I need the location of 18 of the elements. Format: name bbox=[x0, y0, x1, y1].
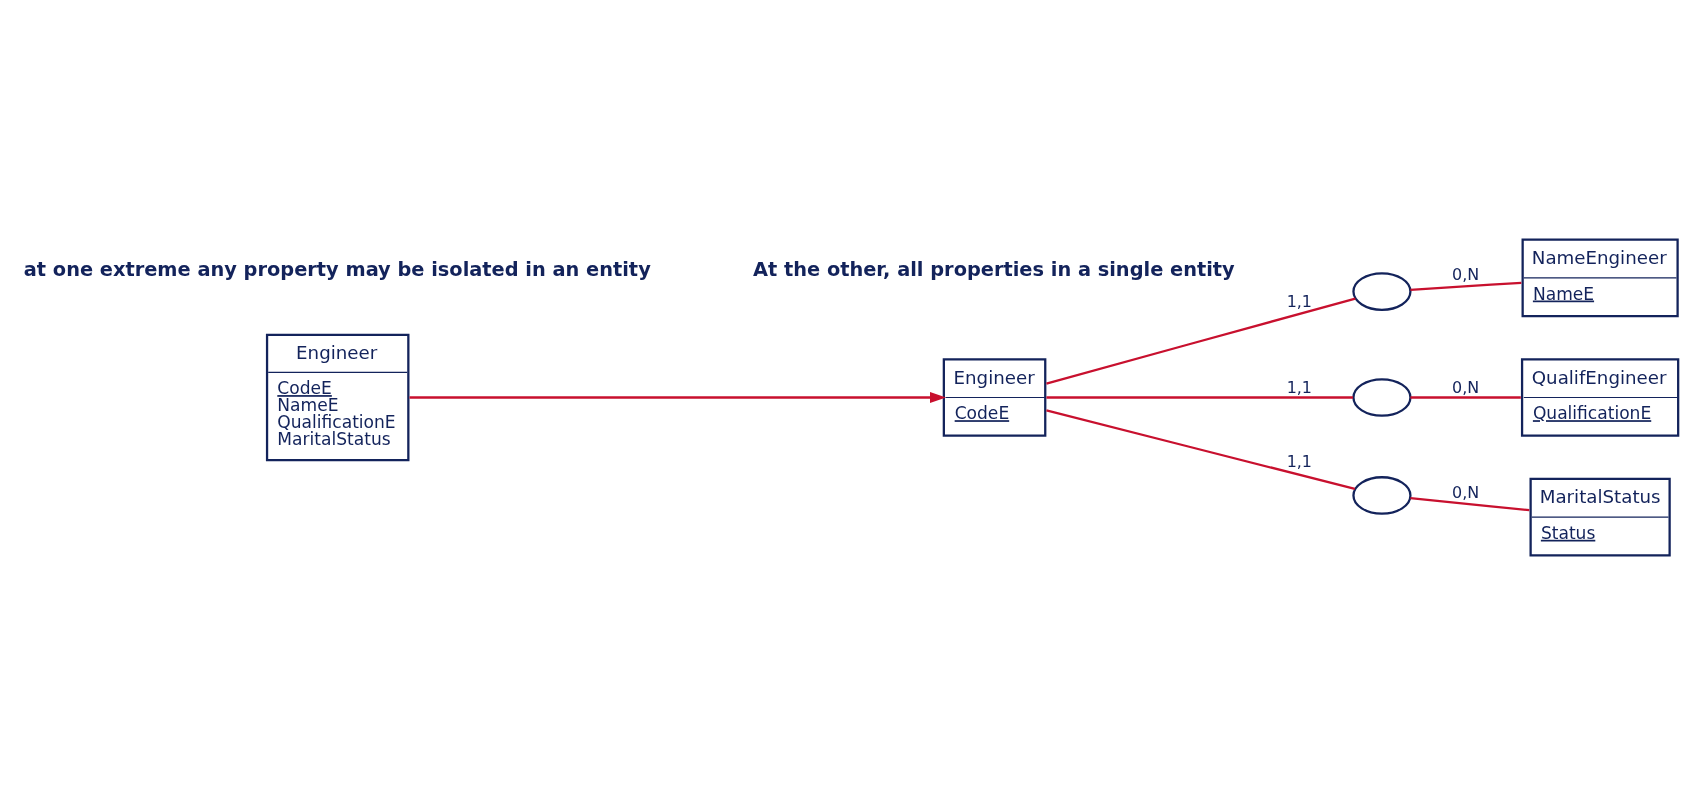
label: at one extreme any property may be isolated in an entity bbox=[23, 257, 651, 281]
label: At the other, all properties in a single entity bbox=[753, 257, 1235, 281]
connector bbox=[1046, 296, 1356, 385]
node-circle bbox=[1352, 475, 1412, 515]
connector bbox=[1046, 408, 1356, 490]
edge-label: 1,1 bbox=[1286, 377, 1313, 397]
edge-label: 0,N bbox=[1452, 264, 1480, 284]
connector bbox=[1410, 496, 1530, 511]
connector bbox=[1410, 281, 1522, 291]
edge-label: 0,N bbox=[1452, 482, 1480, 502]
edge-label: 0,N bbox=[1452, 377, 1480, 397]
node-circle bbox=[1352, 271, 1412, 311]
edge-label: 1,1 bbox=[1286, 291, 1313, 311]
connector bbox=[1046, 395, 1353, 399]
connector bbox=[1410, 395, 1521, 399]
node-circle bbox=[1352, 377, 1412, 417]
edge-label: 1,1 bbox=[1286, 451, 1313, 471]
arrow bbox=[409, 391, 946, 403]
